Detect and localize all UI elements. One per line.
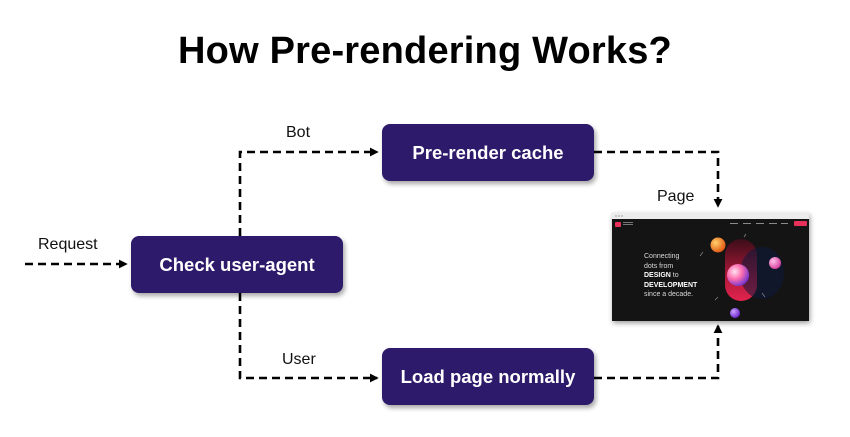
- edge-cache-to-page: [594, 150, 723, 208]
- node-pre-render-cache: Pre-render cache: [382, 124, 594, 181]
- browser-bar: [612, 213, 809, 219]
- diagram-title: How Pre-rendering Works?: [178, 30, 672, 72]
- site-cta-button: [794, 221, 807, 226]
- site-logo: [615, 222, 621, 227]
- edge-user: [238, 293, 379, 383]
- edge-label-page: Page: [657, 188, 695, 205]
- edge-label-user: User: [282, 351, 316, 368]
- site-nav: [612, 219, 809, 229]
- edge-load-to-page: [594, 324, 723, 380]
- edge-label-request: Request: [38, 236, 98, 253]
- node-check-user-agent: Check user-agent: [131, 236, 343, 293]
- edge-label-bot: Bot: [286, 124, 311, 141]
- edge-bot: [238, 147, 379, 236]
- hero-text: Connecting dots from DESIGN to DEVELOPME…: [644, 253, 698, 298]
- node-load-page-normally: Load page normally: [382, 348, 594, 405]
- hero-artwork: [699, 233, 784, 318]
- page-screenshot: Connecting dots from DESIGN to DEVELOPME…: [612, 213, 809, 321]
